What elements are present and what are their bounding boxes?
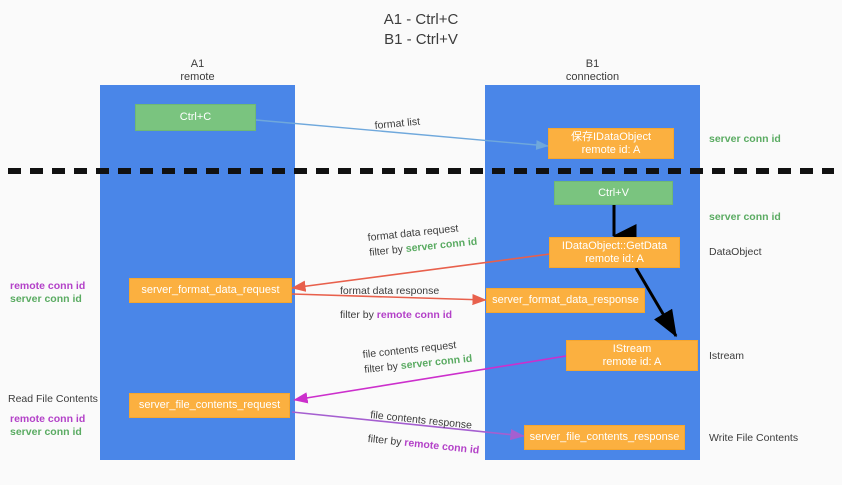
label-istream: Istream — [709, 350, 745, 362]
lane-a1-name: A1 — [190, 58, 205, 70]
box-ctrl-v[interactable]: Ctrl+V — [554, 181, 673, 205]
box-server-format-data-response-label: server_format_data_response — [492, 294, 639, 306]
box-istream-line1: IStream — [612, 342, 652, 355]
label-dataobject: DataObject — [709, 246, 762, 258]
filter-prefix: filter by — [367, 432, 405, 449]
label-remote-conn-id-upper: remote conn id — [10, 280, 86, 292]
lane-header-a1: A1 remote — [100, 58, 295, 84]
box-ctrl-c[interactable]: Ctrl+C — [135, 104, 256, 131]
box-server-format-data-response[interactable]: server_format_data_response — [486, 288, 645, 313]
box-istream[interactable]: IStream remote id: A — [566, 340, 698, 371]
annotation-format-list: format list — [374, 115, 421, 134]
box-server-format-data-request[interactable]: server_format_data_request — [129, 278, 292, 303]
filter-value-remote-conn-id: remote conn id — [376, 309, 453, 321]
annotation-file-contents-response: file contents response filter by remote … — [367, 408, 482, 458]
label-server-conn-id-top: server conn id — [709, 133, 781, 145]
lane-b1-name: B1 — [585, 58, 600, 70]
annotation-format-data-response-filter: filter by remote conn id — [340, 308, 452, 323]
lane-a1-sub: remote — [180, 71, 215, 83]
diagram-title: A1 - Ctrl+C B1 - Ctrl+V — [0, 10, 842, 50]
label-server-conn-id-lower: server conn id — [10, 426, 82, 438]
filter-value-remote-conn-id: remote conn id — [403, 436, 480, 457]
box-server-file-contents-request[interactable]: server_file_contents_request — [129, 393, 290, 418]
annotation-format-data-request: format data request filter by server con… — [367, 220, 478, 261]
box-idataobject-getdata[interactable]: IDataObject::GetData remote id: A — [549, 237, 680, 268]
filter-prefix: filter by — [368, 243, 407, 259]
label-read-file-contents: Read File Contents — [8, 393, 98, 405]
annotation-file-contents-response-filter: filter by remote conn id — [367, 432, 480, 459]
label-write-file-contents: Write File Contents — [709, 432, 799, 444]
title-line-2: B1 - Ctrl+V — [384, 31, 458, 48]
box-server-format-data-request-label: server_format_data_request — [141, 284, 280, 296]
label-remote-conn-id-lower: remote conn id — [10, 413, 86, 425]
annotation-format-data-response: format data response filter by remote co… — [340, 284, 452, 323]
box-server-file-contents-response[interactable]: server_file_contents_response — [524, 425, 685, 450]
box-save-idataobject-line1: 保存IDataObject — [570, 130, 652, 143]
box-server-file-contents-response-label: server_file_contents_response — [529, 431, 680, 443]
box-idataobject-getdata-line2: remote id: A — [585, 252, 644, 265]
box-server-file-contents-request-label: server_file_contents_request — [138, 399, 281, 411]
filter-prefix: filter by — [363, 360, 402, 376]
lane-b1-sub: connection — [565, 71, 620, 83]
box-save-idataobject-line2: remote id: A — [581, 143, 641, 156]
label-server-conn-id-upper: server conn id — [10, 293, 82, 305]
label-server-conn-id-second: server conn id — [709, 211, 781, 223]
annotation-file-contents-response-line1: file contents response — [369, 408, 473, 432]
box-idataobject-getdata-line1: IDataObject::GetData — [561, 239, 668, 252]
filter-prefix: filter by — [340, 309, 377, 321]
box-ctrl-v-label: Ctrl+V — [598, 186, 629, 199]
box-istream-line2: remote id: A — [602, 355, 662, 368]
annotation-format-data-response-line1: format data response — [340, 285, 440, 297]
box-save-idataobject[interactable]: 保存IDataObject remote id: A — [548, 128, 674, 159]
title-line-1: A1 - Ctrl+C — [383, 11, 459, 28]
annotation-file-contents-request: file contents request filter by server c… — [362, 337, 473, 378]
lane-header-b1: B1 connection — [485, 58, 700, 84]
annotation-format-list-text: format list — [374, 115, 421, 132]
box-ctrl-c-label: Ctrl+C — [179, 111, 212, 123]
